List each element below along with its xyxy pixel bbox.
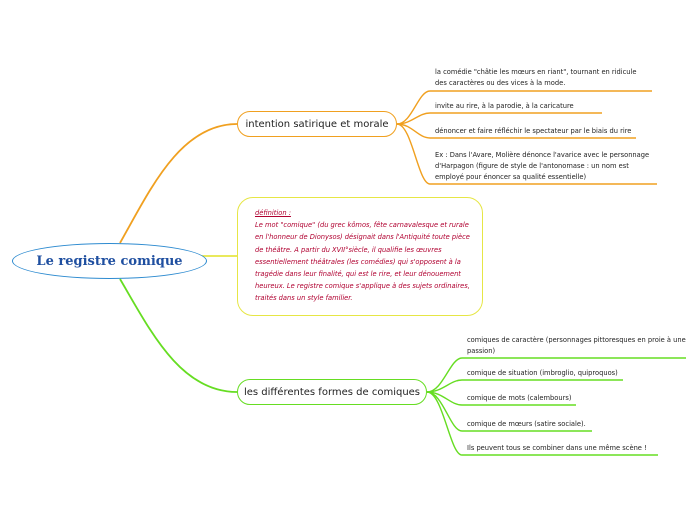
connector-formes-leaf-2 [426, 379, 623, 393]
leaf-formes-5[interactable]: Ils peuvent tous se combiner dans une mê… [467, 444, 647, 452]
branch-formes-node[interactable]: les différentes formes de comiques [237, 379, 427, 405]
leaf-satire-2[interactable]: invite au rire, à la parodie, à la caric… [435, 102, 574, 110]
branch-formes-title: les différentes formes de comiques [243, 386, 421, 398]
leaf-satire-3[interactable]: dénoncer et faire réfléchir le spectateu… [435, 127, 632, 135]
leaf-formes-4[interactable]: comique de mœurs (satire sociale). [467, 420, 586, 428]
connector-formes-leaf-5 [426, 391, 658, 456]
definition-label: définition : [255, 209, 291, 217]
root-node[interactable]: Le registre comique [12, 243, 207, 279]
leaf-formes-3[interactable]: comique de mots (calembours) [467, 394, 572, 402]
connector-formes-leaf-1 [426, 357, 686, 393]
leaf-satire-4[interactable]: Ex : Dans l'Avare, Molière dénonce l'ava… [435, 151, 650, 181]
connector-satire-leaf-2 [396, 112, 602, 125]
connector-satire-leaf-4 [396, 123, 657, 185]
leaf-formes-1[interactable]: comiques de caractère (personnages pitto… [467, 336, 686, 355]
connector-root-formes [119, 278, 238, 393]
branch-satire-title: intention satirique et morale [245, 118, 389, 130]
connector-satire-leaf-1 [396, 90, 652, 125]
definition-text: Le mot "comique" (du grec kômos, fête ca… [255, 221, 470, 303]
leaf-satire-1[interactable]: la comédie "châtie les mœurs en riant", … [435, 68, 637, 87]
definition-node[interactable]: définition : Le mot "comique" (du grec k… [237, 197, 483, 316]
root-title: Le registre comique [36, 253, 183, 269]
connector-satire-leaf-3 [396, 123, 636, 139]
connector-root-satire [119, 123, 238, 244]
branch-satire-node[interactable]: intention satirique et morale [237, 111, 397, 137]
leaf-formes-2[interactable]: comique de situation (imbroglio, quiproq… [467, 369, 618, 377]
